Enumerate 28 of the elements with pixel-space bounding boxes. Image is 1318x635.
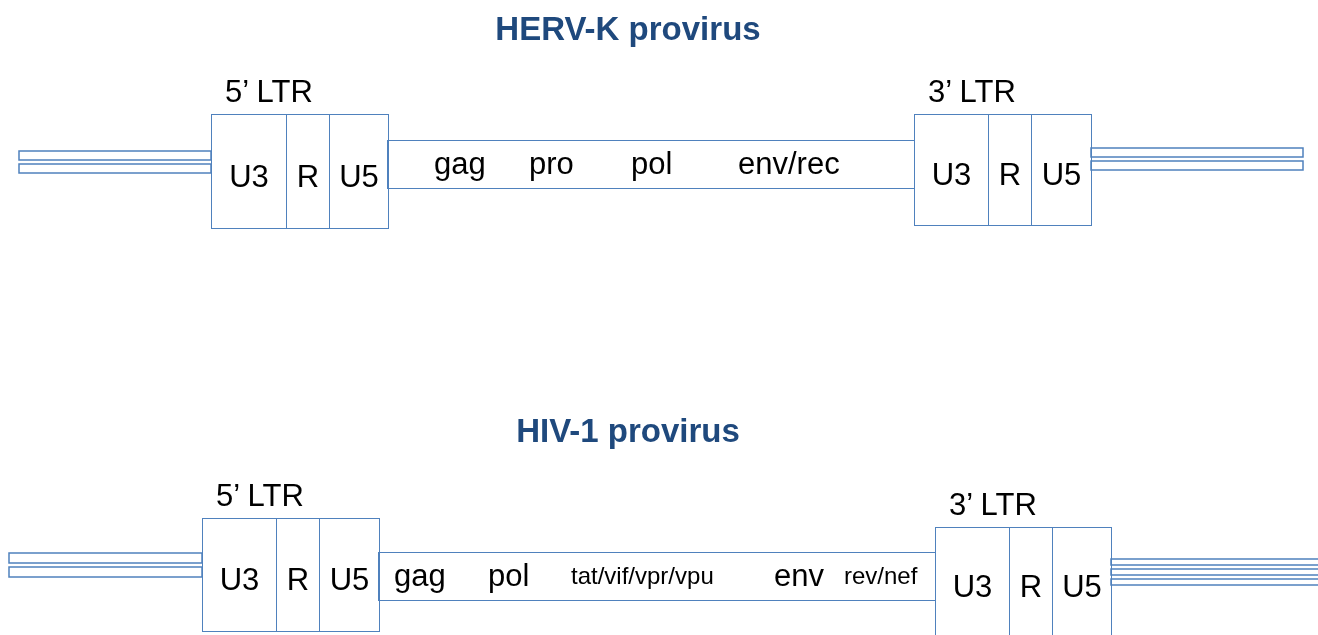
ltr-segment: U3 xyxy=(914,114,989,226)
section-title: HIV-1 provirus xyxy=(516,412,740,450)
gene-label: env/rec xyxy=(738,146,840,183)
gene-label: gag xyxy=(394,558,446,595)
gene-label: tat/vif/vpr/vpu xyxy=(571,562,714,591)
ltr-segment: U5 xyxy=(329,114,389,229)
gene-label: pro xyxy=(529,146,574,183)
ltr-segment: U5 xyxy=(319,518,380,632)
ltr-label: 3’ LTR xyxy=(928,74,1016,110)
ltr-segment: U5 xyxy=(1052,527,1112,635)
gene-label: rev/nef xyxy=(844,562,918,591)
ltr-segment: U3 xyxy=(202,518,277,632)
ltr-segment: R xyxy=(988,114,1032,226)
ltr-segment: U3 xyxy=(935,527,1010,635)
ltr-label: 5’ LTR xyxy=(216,478,304,514)
section-title: HERV-K provirus xyxy=(495,10,761,48)
gene-band xyxy=(387,140,915,189)
gene-label: pol xyxy=(631,146,673,183)
ltr-label: 3’ LTR xyxy=(949,487,1037,523)
gene-label: pol xyxy=(488,558,530,595)
ltr-label: 5’ LTR xyxy=(225,74,313,110)
ltr-segment: R xyxy=(286,114,330,229)
ltr-segment: R xyxy=(276,518,320,632)
gene-label: env xyxy=(774,558,824,595)
ltr-segment: U5 xyxy=(1031,114,1092,226)
ltr-segment: U3 xyxy=(211,114,287,229)
gene-band xyxy=(378,552,936,601)
gene-label: gag xyxy=(434,146,486,183)
